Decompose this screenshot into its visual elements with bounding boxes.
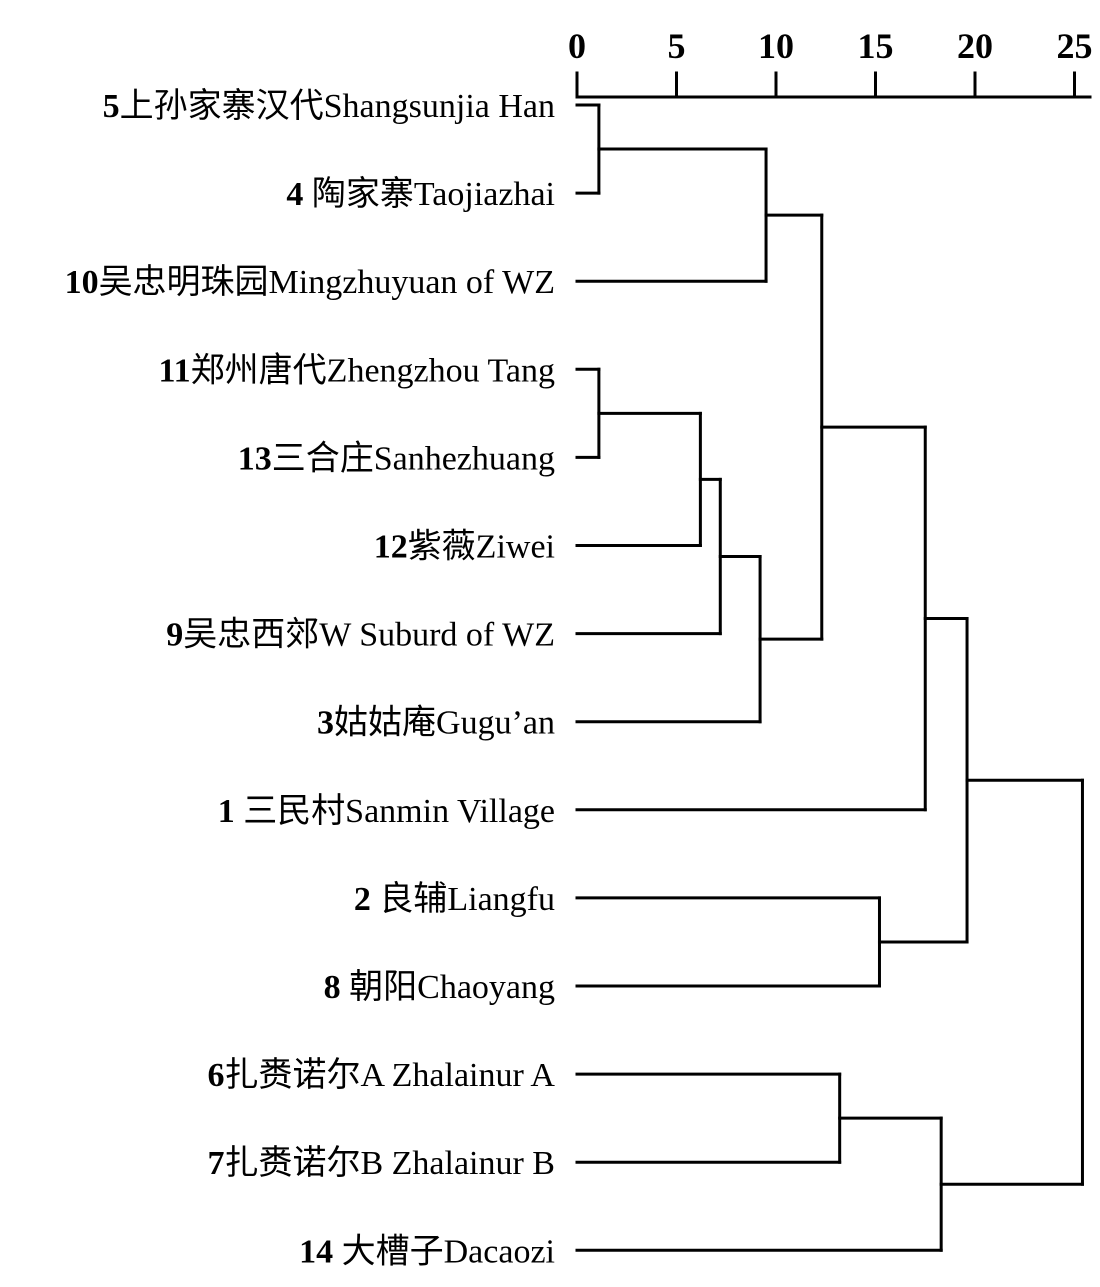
leaf-label: 14 大槽子Dacaozi [299,1232,555,1270]
leaf-label: 4 陶家寨Taojiazhai [286,175,555,213]
leaf-name: 良辅Liangfu [371,880,555,918]
leaf-number: 11 [159,352,191,389]
leaf-number: 2 [354,881,371,918]
x-tick-label: 5 [668,26,686,66]
leaf-name: 三合庄Sanhezhuang [272,439,555,477]
leaf-name: 扎赉诺尔B Zhalainur B [224,1144,555,1182]
leaf-number: 8 [324,969,341,1006]
leaf-label: 1 三民村Sanmin Village [218,792,555,830]
leaf-number: 12 [374,529,408,566]
leaf-label: 6扎赉诺尔A Zhalainur A [207,1056,555,1094]
leaf-number: 5 [103,88,120,125]
leaf-name: 吴忠明珠园Mingzhuyuan of WZ [99,264,555,301]
x-tick-label: 0 [568,26,586,66]
leaf-name: 姑姑庵Gugu’an [334,704,555,742]
leaf-label: 13三合庄Sanhezhuang [238,439,555,477]
leaf-name: 朝阳Chaoyang [341,969,555,1006]
leaf-name: 郑州唐代Zhengzhou Tang [191,351,555,389]
leaf-name: 大槽子Dacaozi [333,1232,555,1270]
leaf-number: 10 [65,264,99,301]
x-tick-label: 25 [1057,26,1093,66]
leaf-name: 陶家寨Taojiazhai [303,175,555,213]
leaf-number: 6 [207,1057,224,1094]
leaf-label: 9吴忠西郊W Suburd of WZ [166,616,555,654]
x-tick-label: 10 [758,26,794,66]
leaf-label: 8 朝阳Chaoyang [324,969,555,1006]
leaf-label: 5上孙家寨汉代Shangsunjia Han [103,87,555,125]
leaf-name: 吴忠西郊W Suburd of WZ [183,616,555,654]
leaf-name: 三民村Sanmin Village [235,792,555,830]
leaf-number: 9 [166,617,183,654]
leaf-name: 紫薇Ziwei [408,528,555,566]
x-tick-label: 20 [957,26,993,66]
leaf-number: 7 [207,1145,224,1182]
leaf-number: 1 [218,793,235,830]
leaf-label: 11郑州唐代Zhengzhou Tang [159,351,555,389]
leaf-number: 14 [299,1233,333,1270]
leaf-label: 2 良辅Liangfu [354,880,555,918]
leaf-name: 扎赉诺尔A Zhalainur A [224,1056,555,1094]
leaf-name: 上孙家寨汉代Shangsunjia Han [120,87,555,125]
leaf-number: 3 [317,705,334,742]
x-tick-label: 15 [858,26,894,66]
leaf-label: 7扎赉诺尔B Zhalainur B [207,1144,555,1182]
leaf-label: 12紫薇Ziwei [374,528,555,566]
leaf-number: 4 [286,176,303,213]
leaf-number: 13 [238,440,272,477]
leaf-label: 3姑姑庵Gugu’an [317,704,555,742]
leaf-label: 10吴忠明珠园Mingzhuyuan of WZ [65,264,555,301]
